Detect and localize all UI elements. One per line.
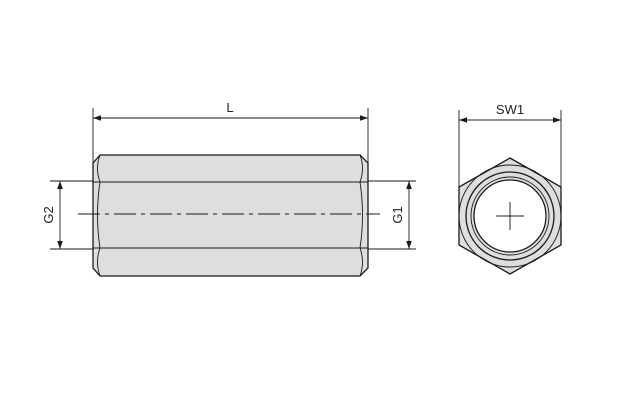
side-view [78, 154, 380, 277]
dim-label-sw1: SW1 [496, 102, 524, 117]
thread-outer-circle [465, 171, 555, 261]
thread-major-circle [470, 176, 550, 256]
dimension-thread-right: G1 [368, 180, 416, 250]
end-view [458, 157, 562, 275]
dimension-thread-left: G2 [41, 180, 93, 250]
dimension-length: L [92, 100, 369, 163]
dim-label-g1: G1 [390, 206, 405, 223]
chamfer-left [97, 154, 101, 277]
dim-label-length: L [226, 100, 233, 115]
chamfer-circle [458, 164, 562, 268]
side-view-body [93, 155, 368, 276]
chamfer-right [359, 154, 363, 277]
dimension-width-across-flats: SW1 [458, 102, 562, 187]
dim-label-g2: G2 [41, 206, 56, 223]
